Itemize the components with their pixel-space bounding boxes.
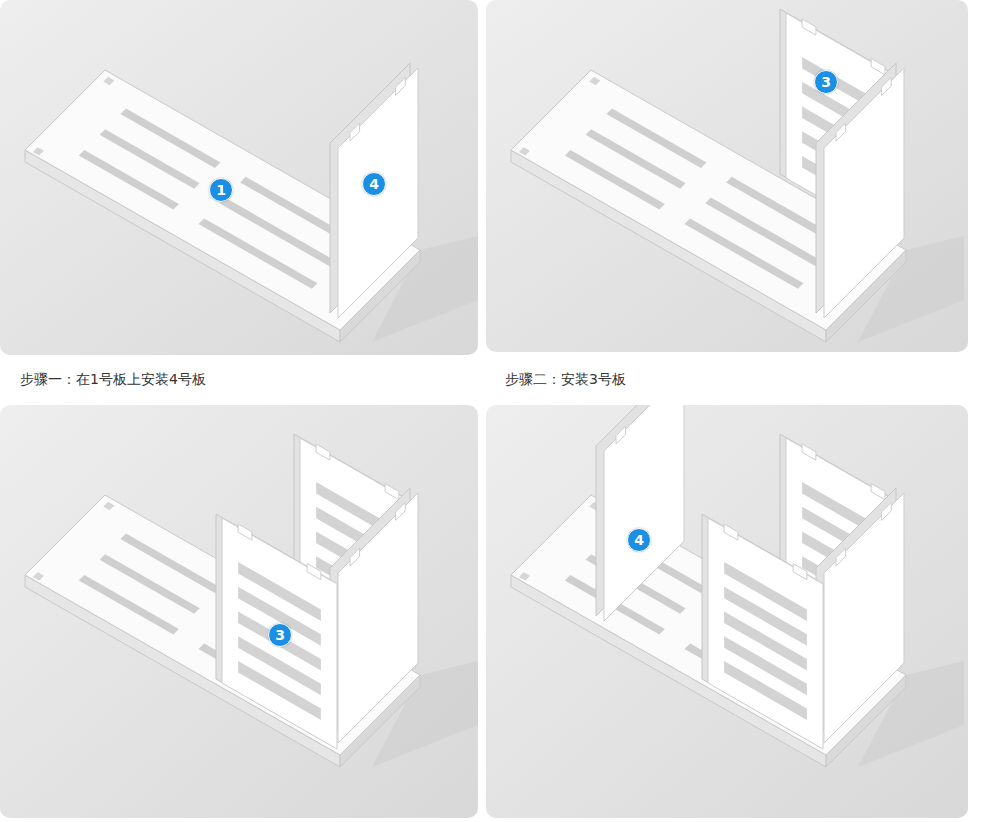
step-caption: 步骤二：安装3号板 [505, 371, 626, 389]
step-panel [486, 0, 968, 352]
callout-number: 4 [362, 172, 386, 196]
step-panel [486, 366, 968, 818]
callout-number: 4 [627, 528, 651, 552]
step-caption: 步骤一：在1号板上安装4号板 [20, 371, 206, 389]
callout-number: 3 [814, 70, 838, 94]
step-panel [0, 0, 478, 355]
callout-number: 3 [268, 623, 292, 647]
step-panel [0, 405, 478, 818]
callout-number: 1 [209, 178, 233, 202]
